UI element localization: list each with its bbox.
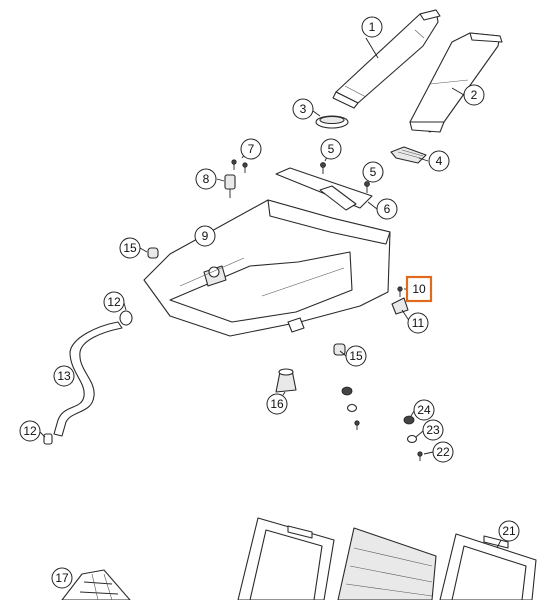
svg-text:11: 11 xyxy=(412,316,425,330)
callout-16[interactable]: 16 xyxy=(266,393,288,415)
callout-1[interactable]: 1 xyxy=(361,16,383,38)
callout-23[interactable]: 23 xyxy=(422,419,444,441)
part-8-fitting[interactable] xyxy=(224,174,236,198)
svg-text:4: 4 xyxy=(436,154,443,168)
part-23-washer[interactable] xyxy=(406,434,418,444)
callout-15-a[interactable]: 15 xyxy=(119,237,141,259)
part-22-screw[interactable] xyxy=(417,451,423,461)
part-7-screws[interactable] xyxy=(231,159,248,173)
part-13-drain-hose[interactable] xyxy=(53,321,123,437)
callout-9[interactable]: 9 xyxy=(194,225,216,247)
part-12-clamp-upper[interactable] xyxy=(119,310,133,326)
callout-12-a[interactable]: 12 xyxy=(103,291,125,313)
part-6-airbox-lid[interactable] xyxy=(275,167,373,211)
svg-text:17: 17 xyxy=(55,571,69,585)
callout-12-b[interactable]: 12 xyxy=(19,420,41,442)
callout-5-b[interactable]: 5 xyxy=(362,161,384,183)
part-4-grille[interactable] xyxy=(390,146,427,164)
part-1-intake-tube[interactable] xyxy=(332,9,441,109)
part-16-bumper[interactable] xyxy=(275,368,297,393)
callout-3[interactable]: 3 xyxy=(292,98,314,120)
svg-text:3: 3 xyxy=(300,102,307,116)
callout-2[interactable]: 2 xyxy=(463,84,485,106)
svg-text:13: 13 xyxy=(57,369,71,383)
callout-11[interactable]: 11 xyxy=(407,312,429,334)
callout-4[interactable]: 4 xyxy=(428,150,450,172)
svg-text:15: 15 xyxy=(349,349,363,363)
part-filter-element-a[interactable] xyxy=(237,517,335,600)
callout-22[interactable]: 22 xyxy=(432,441,454,463)
svg-text:12: 12 xyxy=(107,295,121,309)
svg-text:5: 5 xyxy=(328,142,335,156)
part-3-rubber-collar[interactable] xyxy=(315,115,349,129)
part-5-screw-b[interactable] xyxy=(364,181,370,194)
callout-7[interactable]: 7 xyxy=(240,138,262,160)
svg-text:9: 9 xyxy=(202,229,209,243)
svg-text:21: 21 xyxy=(502,524,516,538)
part-2-air-duct[interactable] xyxy=(409,32,503,133)
part-5-screw-a[interactable] xyxy=(320,162,326,175)
part-15-grommet-a[interactable] xyxy=(147,247,159,259)
svg-text:7: 7 xyxy=(248,142,255,156)
svg-text:15: 15 xyxy=(123,241,137,255)
part-10-screw[interactable] xyxy=(397,286,403,297)
part-filter-element-b[interactable] xyxy=(337,527,437,600)
svg-text:2: 2 xyxy=(471,88,478,102)
callout-13[interactable]: 13 xyxy=(53,365,75,387)
part-21-filter-element[interactable] xyxy=(439,533,537,600)
callout-17[interactable]: 17 xyxy=(51,567,73,589)
callout-5-a[interactable]: 5 xyxy=(320,138,342,160)
svg-text:16: 16 xyxy=(270,397,284,411)
callout-10-highlighted[interactable]: 10 xyxy=(405,275,433,303)
part-11-bracket[interactable] xyxy=(391,297,409,315)
svg-text:24: 24 xyxy=(417,403,431,417)
svg-text:5: 5 xyxy=(370,165,377,179)
svg-text:22: 22 xyxy=(436,445,450,459)
callout-8[interactable]: 8 xyxy=(195,168,217,190)
callout-6[interactable]: 6 xyxy=(376,198,398,220)
svg-text:1: 1 xyxy=(369,20,376,34)
part-hardware-stack-mid[interactable] xyxy=(341,386,360,430)
svg-text:23: 23 xyxy=(426,423,440,437)
svg-text:12: 12 xyxy=(23,424,37,438)
part-12-clamp-lower[interactable] xyxy=(43,433,53,445)
part-9-airbox-housing[interactable] xyxy=(143,199,391,337)
part-24-grommet[interactable] xyxy=(403,415,415,425)
svg-text:10: 10 xyxy=(412,282,426,296)
callout-21[interactable]: 21 xyxy=(498,520,520,542)
svg-text:6: 6 xyxy=(384,202,391,216)
part-15-grommet-b[interactable] xyxy=(333,343,346,356)
callout-15-b[interactable]: 15 xyxy=(345,345,367,367)
callout-24[interactable]: 24 xyxy=(413,399,435,421)
part-17-cone-filter[interactable] xyxy=(61,569,131,600)
svg-text:8: 8 xyxy=(203,172,210,186)
